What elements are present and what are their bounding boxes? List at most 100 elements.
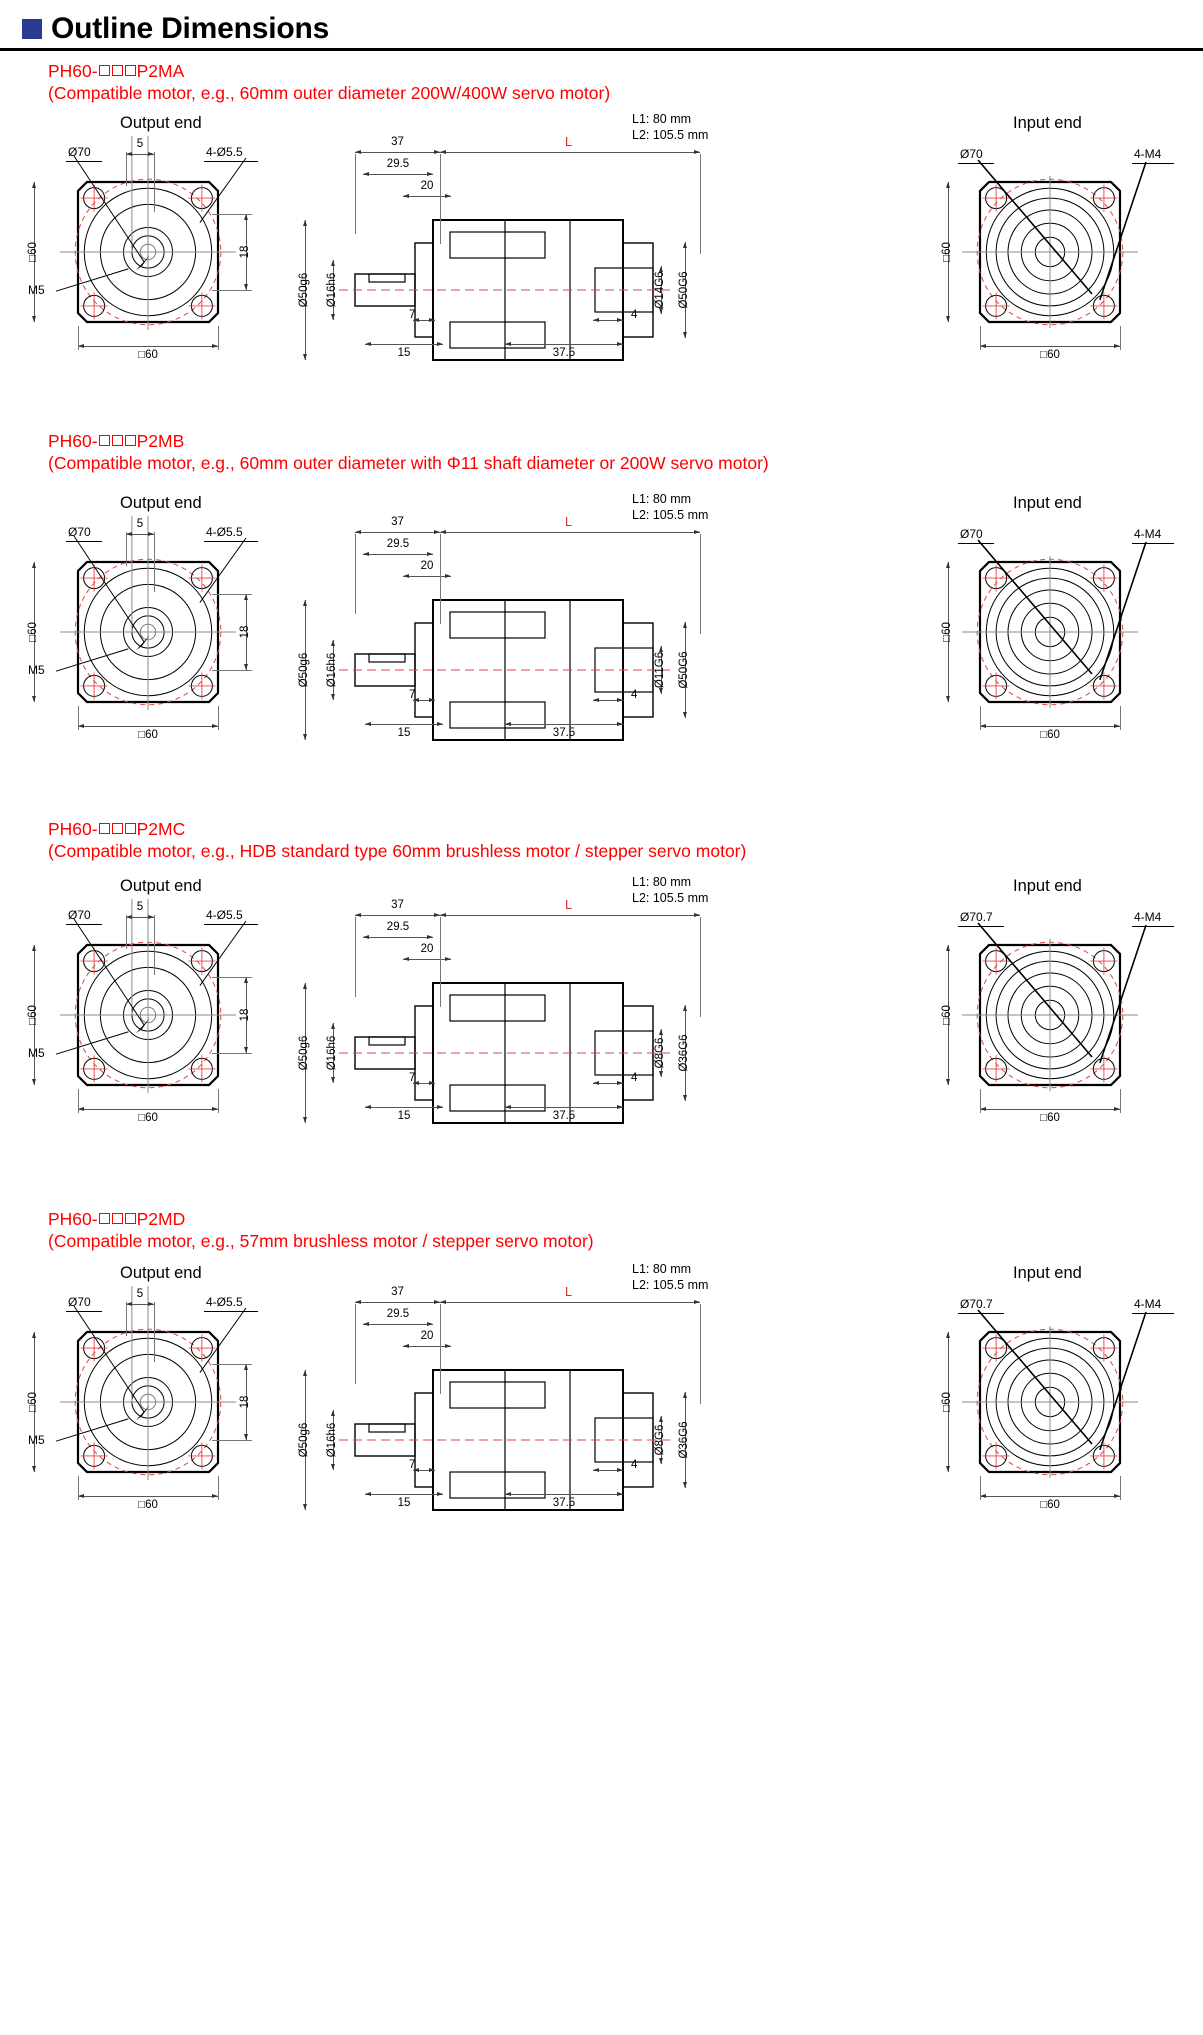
dimension-arrow xyxy=(1114,1493,1120,1498)
output-mounting-holes-label: 4-Ø5.5 xyxy=(206,908,243,922)
dim-4-label: 4 xyxy=(631,1459,638,1471)
page-header: Outline Dimensions xyxy=(0,14,1203,51)
label-underline xyxy=(958,1313,1004,1314)
flange-outline xyxy=(962,1309,1147,1478)
model-number: PH60-P2MB xyxy=(48,430,769,452)
dimension-label: □60 xyxy=(941,1392,953,1412)
dimension-arrow xyxy=(78,343,84,348)
header-divider xyxy=(0,48,1203,51)
dimension-line: 29.5 xyxy=(363,921,433,939)
dimension-bar xyxy=(246,977,247,1053)
dimension-bar xyxy=(413,1470,435,1471)
dimension-arrow xyxy=(427,934,433,939)
model-suffix: P2MD xyxy=(136,1209,186,1229)
dimension-line: 20 xyxy=(403,943,451,961)
dimension-arrow xyxy=(682,1482,687,1488)
dimension-arrow xyxy=(593,1467,599,1472)
section-outline xyxy=(339,599,675,741)
dimension-arrow xyxy=(658,646,663,652)
dimension-label: 29.5 xyxy=(386,158,410,170)
dimension-arrow xyxy=(694,1299,700,1304)
l-dimension-symbol: L xyxy=(565,1285,572,1299)
section-outline xyxy=(339,1369,675,1511)
model-description: (Compatible motor, e.g., 60mm outer diam… xyxy=(48,453,769,473)
model-placeholder-box xyxy=(111,65,123,76)
label-underline xyxy=(1132,163,1174,164)
dimension-bar xyxy=(980,1109,1120,1110)
extension-line xyxy=(126,152,127,186)
output-thread-label: M5 xyxy=(28,663,45,677)
dimension-line: 15 xyxy=(365,1104,443,1122)
label-underline xyxy=(1132,543,1174,544)
dimension-bar xyxy=(980,346,1120,347)
dimension-arrow xyxy=(682,1095,687,1101)
dimension-label: □60 xyxy=(941,1005,953,1025)
section-heading-p2mb: PH60-P2MB(Compatible motor, e.g., 60mm o… xyxy=(48,430,769,474)
dimension-arrow xyxy=(403,1343,409,1348)
label-underline xyxy=(66,161,102,162)
dimension-line: 37 xyxy=(355,516,440,534)
extension-line xyxy=(1120,1089,1121,1113)
section-heading-p2ma: PH60-P2MA(Compatible motor, e.g., 60mm o… xyxy=(48,60,610,104)
dimension-arrow xyxy=(243,1047,248,1053)
flange-outline xyxy=(962,539,1147,708)
model-prefix: PH60- xyxy=(48,61,98,81)
dimension-arrow xyxy=(445,573,451,578)
dimension-bar xyxy=(505,344,623,345)
dimension-arrow xyxy=(1114,723,1120,728)
dimension-label: 37.5 xyxy=(552,1497,576,1509)
output-end-face-view xyxy=(0,1262,1203,1522)
dimension-arrow xyxy=(148,531,154,536)
label-underline xyxy=(204,924,258,925)
dimension-bar xyxy=(78,1109,218,1110)
dimension-bar xyxy=(333,260,334,320)
dimension-line: □60 xyxy=(78,343,218,361)
dimension-arrow xyxy=(945,945,950,951)
dimension-arrow xyxy=(434,529,440,534)
dimension-line xyxy=(440,912,700,917)
dimension-label: □60 xyxy=(138,349,158,361)
dimension-line: Ø8G6 xyxy=(654,1416,666,1464)
model-prefix: PH60- xyxy=(48,1209,98,1229)
dimension-label: 20 xyxy=(420,180,434,192)
dimension-line: 37.5 xyxy=(505,1491,623,1509)
model-number: PH60-P2MC xyxy=(48,818,746,840)
dimension-label: 5 xyxy=(136,138,144,150)
dimension-arrow xyxy=(243,977,248,983)
dimension-arrow xyxy=(434,149,440,154)
dimension-line: Ø36G6 xyxy=(678,1392,690,1488)
dimension-arrow xyxy=(1114,1106,1120,1111)
dimension-arrow xyxy=(658,688,663,694)
label-underline xyxy=(958,163,994,164)
dimension-line: Ø11G6 xyxy=(654,646,666,694)
dimension-label: 29.5 xyxy=(386,538,410,550)
dimension-line: 37 xyxy=(355,136,440,154)
gearbox-section-view xyxy=(0,1262,1203,1522)
dimension-arrow xyxy=(945,1079,950,1085)
dimension-line: □60 xyxy=(78,723,218,741)
model-placeholder-box xyxy=(111,823,123,834)
dimension-line: 37 xyxy=(355,1286,440,1304)
dimension-line: Ø50G6 xyxy=(678,622,690,718)
dimension-line: 18 xyxy=(239,214,251,290)
dimension-arrow xyxy=(212,1493,218,1498)
extension-line xyxy=(355,917,356,997)
dimension-label: □60 xyxy=(1040,1499,1060,1511)
dimension-arrow xyxy=(403,573,409,578)
dimension-line: Ø16h6 xyxy=(326,1023,338,1083)
dimension-label: 20 xyxy=(420,1330,434,1342)
l1-length-label: L1: 80 mm xyxy=(632,875,692,889)
dimension-arrow xyxy=(355,912,361,917)
flange-outline xyxy=(962,159,1147,328)
dimension-arrow xyxy=(658,1458,663,1464)
dimension-bar xyxy=(365,1107,443,1108)
dimension-arrow xyxy=(31,1332,36,1338)
dimension-line xyxy=(413,697,435,702)
section-heading-p2md: PH60-P2MD(Compatible motor, e.g., 57mm b… xyxy=(48,1208,594,1252)
dimension-arrow xyxy=(945,696,950,702)
output-end-title: Output end xyxy=(120,1264,202,1282)
dimension-label: 29.5 xyxy=(386,921,410,933)
dimension-bar xyxy=(34,182,35,322)
